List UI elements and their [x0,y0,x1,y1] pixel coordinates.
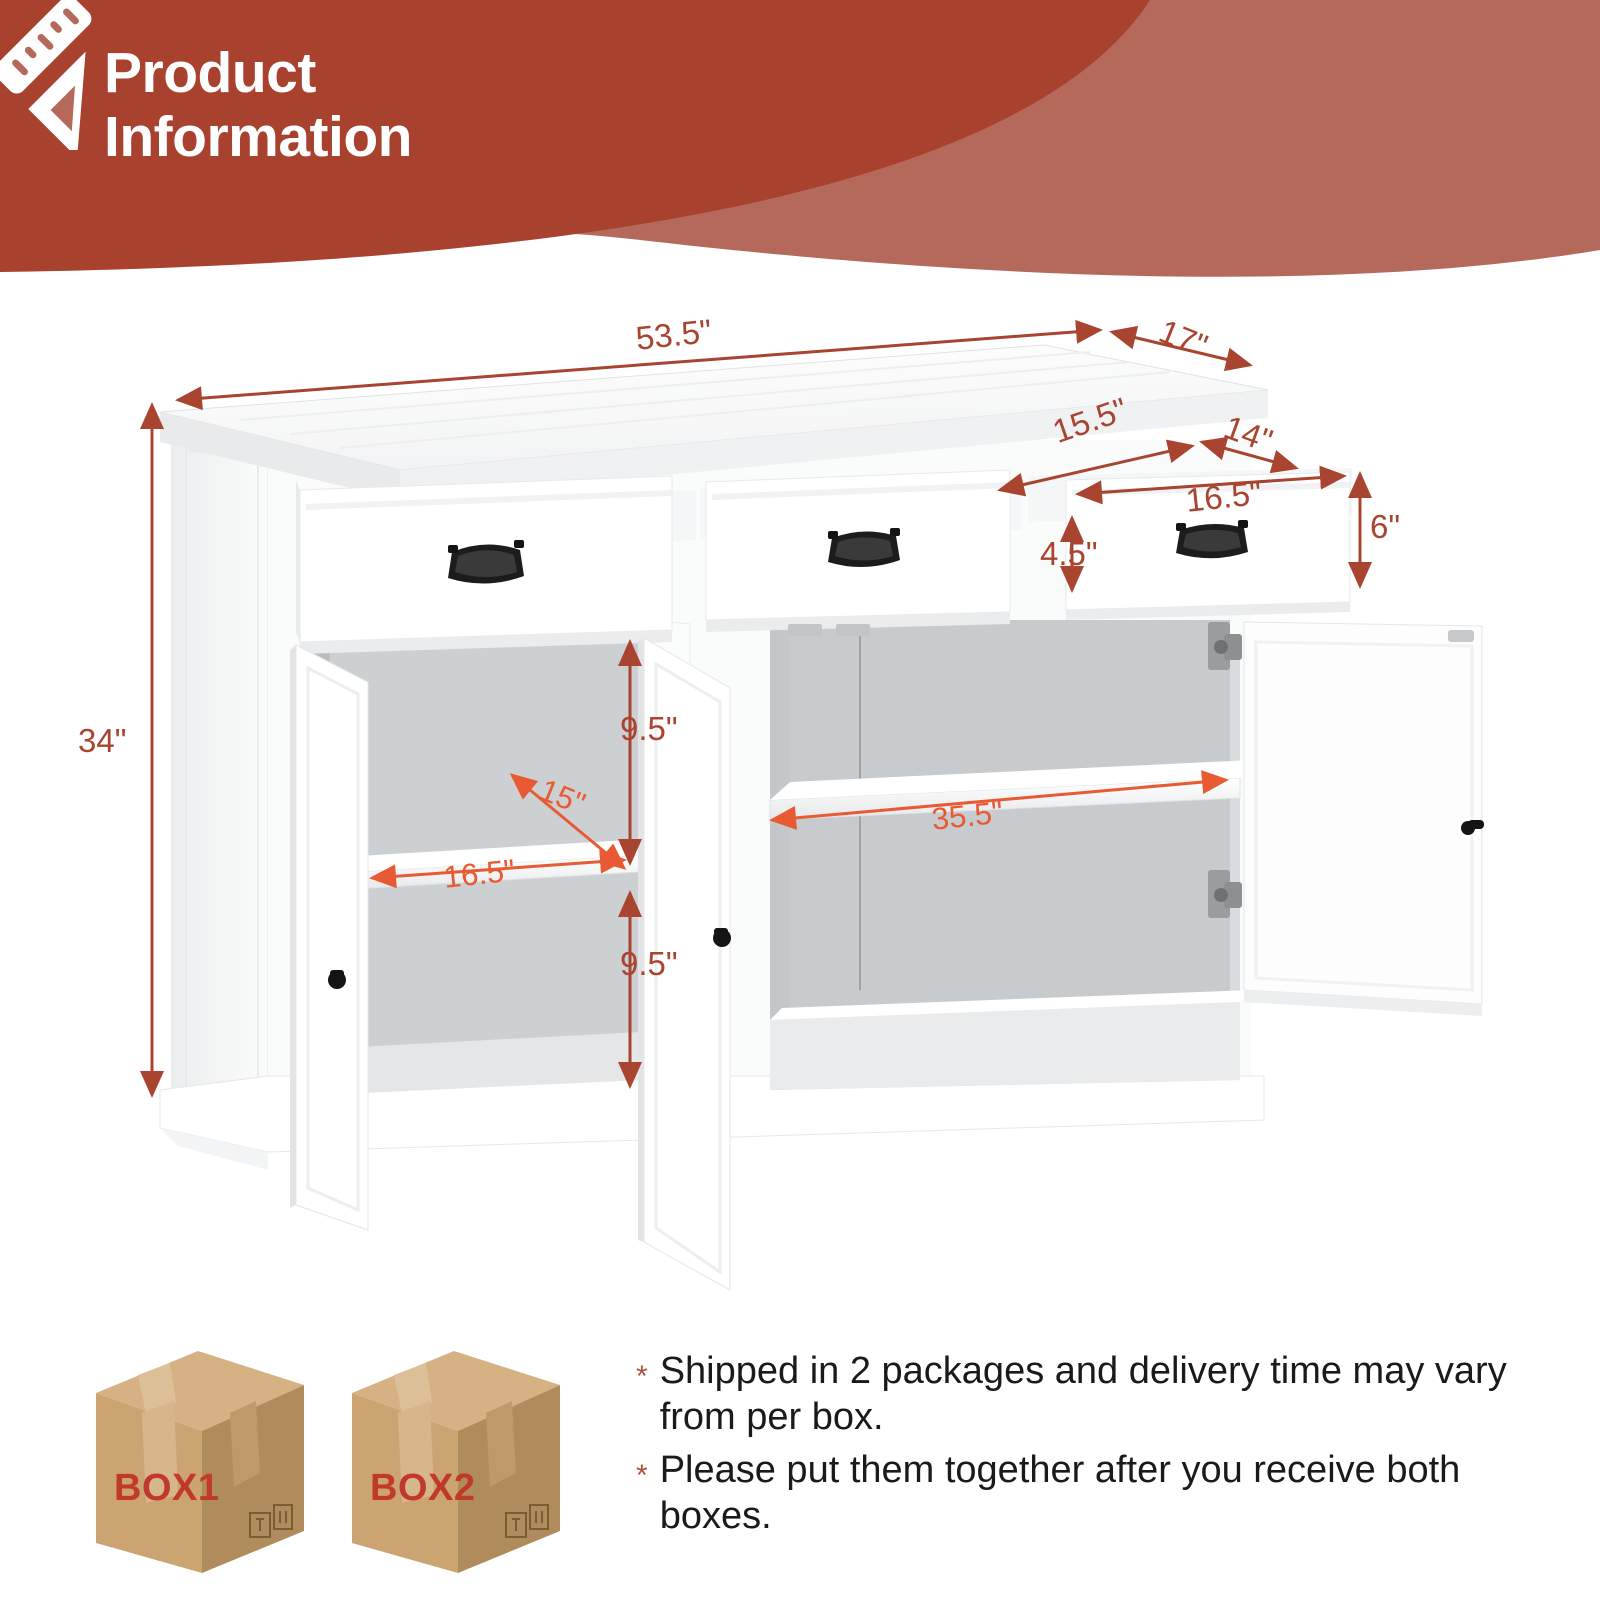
shipping-note-text: Please put them together after you recei… [659,1448,1461,1538]
package-boxes: BOX1 BOX2 [80,1335,600,1585]
shipping-note-text: Shipped in 2 packages and delivery time … [659,1350,1507,1439]
box1-label: BOX1 [114,1467,220,1509]
page-title: Product Information [104,41,412,169]
product-dimension-diagram: 53.5" 17" 34" 15.5" 14" 16.5" 6" 4.5" 9.… [0,290,1600,1310]
box2-label: BOX2 [370,1467,476,1509]
ruler-set-square-icon [0,0,92,150]
dim-label-left-lower-clearance: 9.5" [620,945,678,982]
page-header: Product Information [0,0,1600,290]
dim-label-drawer-front-height: 6" [1370,508,1401,545]
shipping-notes: * Shipped in 2 packages and delivery tim… [636,1348,1536,1545]
dim-label-left-upper-clearance: 9.5" [620,710,678,747]
shipping-note: * Shipped in 2 packages and delivery tim… [636,1348,1536,1441]
shipping-info-section: BOX1 BOX2 * Shipped in 2 p [0,1310,1600,1600]
dim-label-drawer-front-width: 16.5" [1184,474,1264,519]
asterisk-icon: * [636,1458,648,1492]
dim-label-left-shelf-width: 16.5" [442,852,517,895]
dim-label-overall-height: 34" [78,722,127,759]
header-background [0,0,1600,277]
asterisk-icon: * [636,1360,648,1393]
dim-label-overall-width: 53.5" [634,312,714,357]
dim-label-drawer-inner-height: 4.5" [1040,535,1098,572]
dimension-lines [140,319,1372,1098]
shipping-note: * Please put them together after you rec… [636,1447,1536,1540]
dim-label-right-shelf-width: 35.5" [930,794,1005,837]
box1-illustration [96,1351,304,1573]
box2-illustration [352,1351,560,1573]
